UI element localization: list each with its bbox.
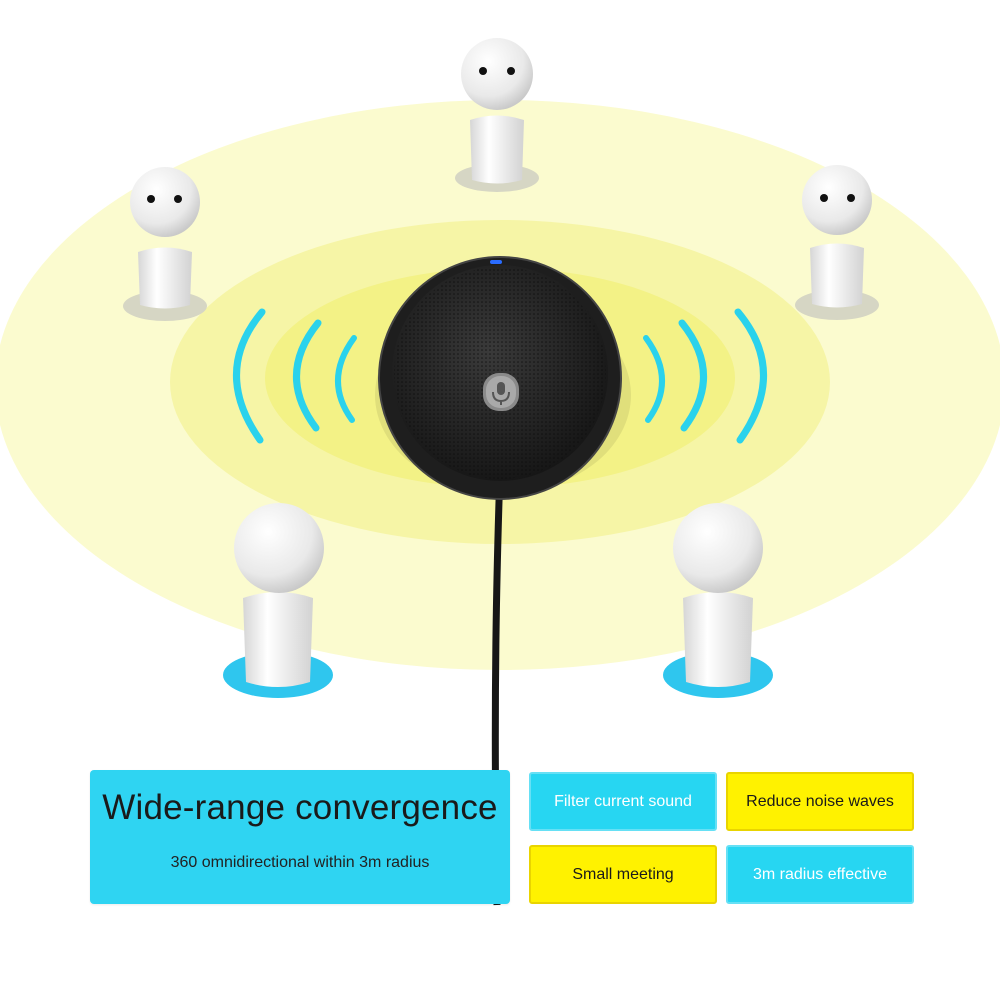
figure-back-right (795, 165, 879, 320)
feature-tag-reduce-noise: Reduce noise waves (726, 772, 914, 831)
sound-waves-left (233, 308, 357, 444)
figure-eye (847, 194, 855, 202)
wave-arc (734, 308, 767, 444)
figure-head (130, 167, 200, 237)
figure-head (802, 165, 872, 235)
wave-arc (335, 335, 357, 423)
figure-body (470, 115, 524, 184)
figure-eye (479, 67, 487, 75)
feature-tag-radius: 3m radius effective (726, 845, 914, 904)
feature-tag-small-meeting: Small meeting (529, 845, 717, 904)
headline-subtitle: 360 omnidirectional within 3m radius (170, 854, 430, 871)
conference-microphone (375, 256, 631, 500)
headline-title: Wide-range convergence (102, 788, 498, 827)
figure-body (683, 592, 753, 687)
wave-arc (233, 308, 266, 444)
figure-eye (507, 67, 515, 75)
figure-head (673, 503, 763, 593)
sound-waves-right (643, 308, 767, 444)
figure-eye (147, 195, 155, 203)
wave-arc (293, 319, 322, 432)
figure-back-left (123, 167, 207, 321)
figure-body (243, 592, 313, 687)
figure-body (138, 247, 192, 309)
figure-head (234, 503, 324, 593)
figure-head (461, 38, 533, 110)
feature-tag-filter-sound: Filter current sound (529, 772, 717, 831)
wave-arc (643, 335, 665, 423)
wave-arc (678, 319, 707, 432)
microphone-rim (378, 256, 622, 500)
figure-eye (174, 195, 182, 203)
figure-body (810, 243, 864, 308)
figure-eye (820, 194, 828, 202)
status-led (490, 260, 502, 264)
figure-front-left (223, 503, 333, 698)
figure-front-right (663, 503, 773, 698)
figure-back-center (455, 38, 539, 192)
microphone-icon (492, 382, 510, 405)
feature-headline-card: Wide-range convergence 360 omnidirection… (90, 770, 510, 904)
